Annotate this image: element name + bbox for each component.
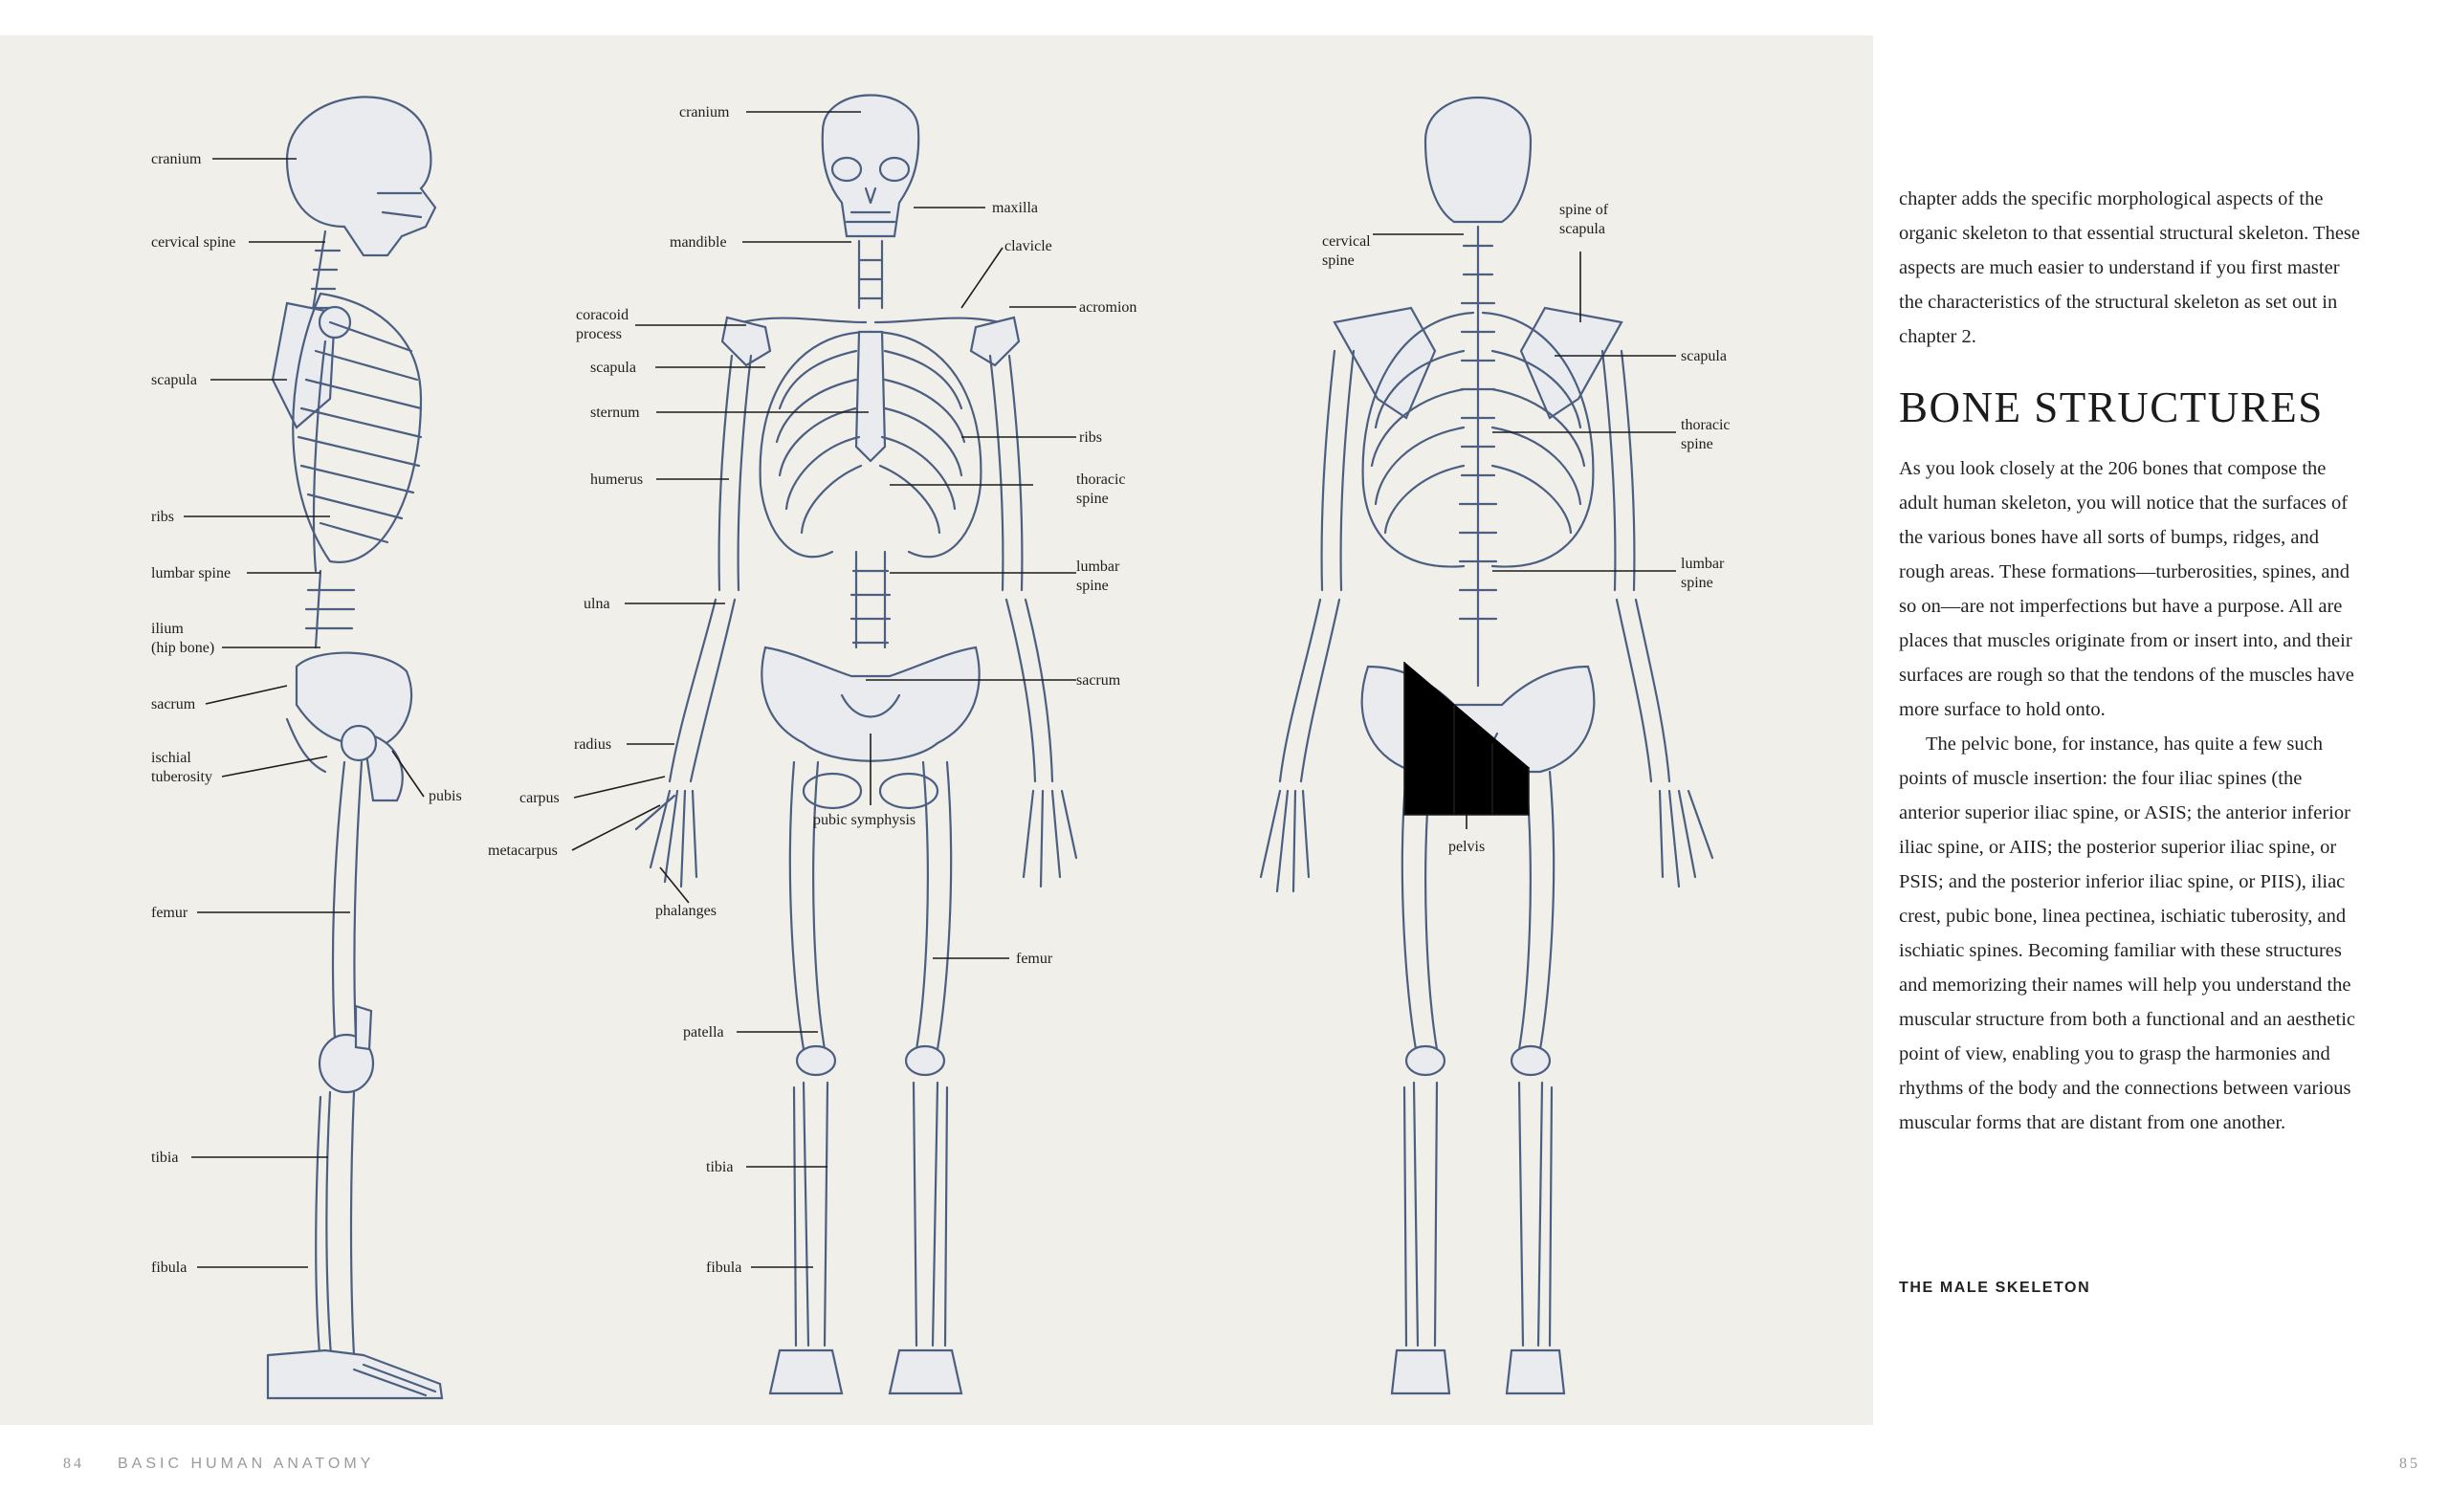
page-number-left: 84: [63, 1456, 84, 1472]
label-lumbar-spine-anterior: spine: [1076, 578, 1109, 594]
label-ischial: ischial: [151, 750, 191, 766]
label-thoracic-spine-anterior: spine: [1076, 491, 1109, 507]
lateral-skeleton: [266, 96, 444, 1400]
label-humerus: humerus: [590, 471, 643, 488]
label-ribs-anterior: ribs: [1079, 429, 1102, 446]
label-femur-lateral: femur: [151, 905, 188, 921]
page-number-right: 85: [2399, 1456, 2420, 1472]
label-lumbar-anterior: lumbar: [1076, 559, 1120, 575]
label-fibula-anterior: fibula: [706, 1260, 741, 1276]
label-ilium: ilium: [151, 621, 184, 637]
label-cervical-posterior: cervical: [1322, 233, 1371, 250]
label-tuberosity: tuberosity: [151, 769, 212, 785]
label-clavicle: clavicle: [1004, 238, 1052, 254]
label-acromion: acromion: [1079, 299, 1136, 316]
section-heading: Bone Structures: [1899, 383, 2324, 431]
label-scapula-posterior: scapula: [1681, 348, 1727, 364]
label-lumbar-spine-posterior: spine: [1681, 575, 1713, 591]
label-ulna: ulna: [584, 596, 610, 612]
label-pelvis: pelvis: [1448, 839, 1485, 855]
label-scapula-lateral: scapula: [151, 372, 197, 388]
label-thoracic-anterior: thoracic: [1076, 471, 1126, 488]
figure-labels: cranium cervical spine scapula ribs lumb…: [151, 104, 1731, 1276]
label-cervical-spine-posterior: spine: [1322, 252, 1355, 269]
label-sacrum-anterior: sacrum: [1076, 672, 1121, 689]
label-carpus: carpus: [519, 790, 560, 806]
anterior-skeleton: [634, 94, 1078, 1395]
label-cranium-anterior: cranium: [679, 104, 730, 121]
label-spine-of: spine of: [1559, 202, 1609, 218]
label-process: process: [576, 326, 622, 342]
label-radius: radius: [574, 736, 611, 753]
label-thoracic-posterior: thoracic: [1681, 417, 1731, 433]
label-maxilla: maxilla: [992, 200, 1038, 216]
label-scapula-anterior: scapula: [590, 360, 636, 376]
label-spine-of-scapula: scapula: [1559, 221, 1605, 237]
label-pubis: pubis: [429, 788, 462, 804]
leader-lines: [184, 111, 1676, 1268]
label-pubic-symphysis: pubic symphysis: [813, 812, 916, 828]
body-paragraph-1: As you look closely at the 206 bones tha…: [1899, 458, 2354, 720]
body-text-column: chapter adds the specific morphological …: [1899, 182, 2368, 1140]
label-tibia-anterior: tibia: [706, 1159, 733, 1175]
label-thoracic-spine-posterior: spine: [1681, 436, 1713, 452]
label-sacrum-lateral: sacrum: [151, 696, 196, 712]
label-cranium-lateral: cranium: [151, 151, 202, 167]
label-fibula-lateral: fibula: [151, 1260, 187, 1276]
label-hip-bone: (hip bone): [151, 640, 214, 656]
label-metacarpus: metacarpus: [488, 843, 558, 859]
body-paragraph-2: The pelvic bone, for instance, has quite…: [1899, 734, 2356, 1133]
running-title: BASIC HUMAN ANATOMY: [118, 1456, 375, 1472]
figure-caption: THE MALE SKELETON: [1899, 1280, 2091, 1296]
label-femur-anterior: femur: [1016, 951, 1053, 967]
skeleton-illustration: cranium cervical spine scapula ribs lumb…: [151, 94, 1731, 1400]
posterior-skeleton: [1259, 96, 1714, 1395]
label-patella: patella: [683, 1024, 724, 1041]
label-lumbar-spine-lateral: lumbar spine: [151, 565, 231, 581]
label-ribs-lateral: ribs: [151, 509, 174, 525]
label-phalanges: phalanges: [655, 903, 717, 919]
label-cervical-spine-lateral: cervical spine: [151, 234, 235, 251]
label-mandible: mandible: [670, 234, 727, 251]
label-lumbar-posterior: lumbar: [1681, 556, 1725, 572]
label-coracoid: coracoid: [576, 307, 629, 323]
label-tibia-lateral: tibia: [151, 1150, 178, 1166]
intro-paragraph: chapter adds the specific morphological …: [1899, 188, 2361, 347]
label-sternum: sternum: [590, 405, 640, 421]
